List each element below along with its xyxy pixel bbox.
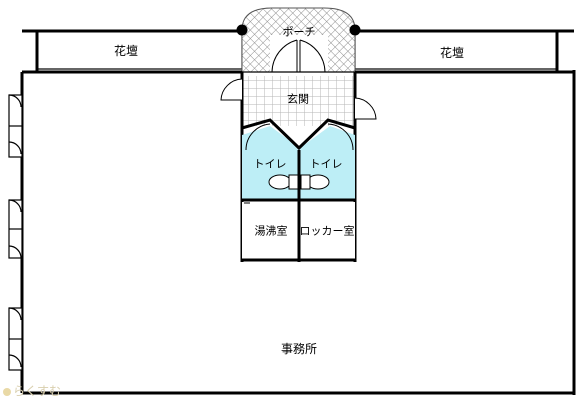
toilet-left-label: トイレ — [253, 157, 287, 171]
flowerbed-right — [354, 29, 574, 72]
porch — [236, 7, 361, 73]
porch-label: ポーチ — [282, 25, 316, 39]
watermark-text: らくすむ — [13, 384, 62, 398]
flowerbed-left — [22, 29, 243, 72]
flowerbed-right-label: 花壇 — [439, 46, 465, 60]
kitchenette-label: 湯沸室 — [254, 224, 288, 238]
service-rooms — [242, 198, 355, 262]
left-windows — [8, 94, 23, 371]
entrance-label: 玄関 — [287, 92, 309, 106]
locker-room-label: ロッカー室 — [299, 224, 355, 238]
office-label: 事務所 — [280, 342, 318, 356]
watermark-icon — [3, 388, 11, 396]
watermark: らくすむ — [3, 382, 61, 399]
flowerbed-left-label: 花壇 — [113, 44, 139, 58]
toilet-fixture-left — [268, 174, 292, 190]
toilet-right-label: トイレ — [309, 157, 343, 171]
